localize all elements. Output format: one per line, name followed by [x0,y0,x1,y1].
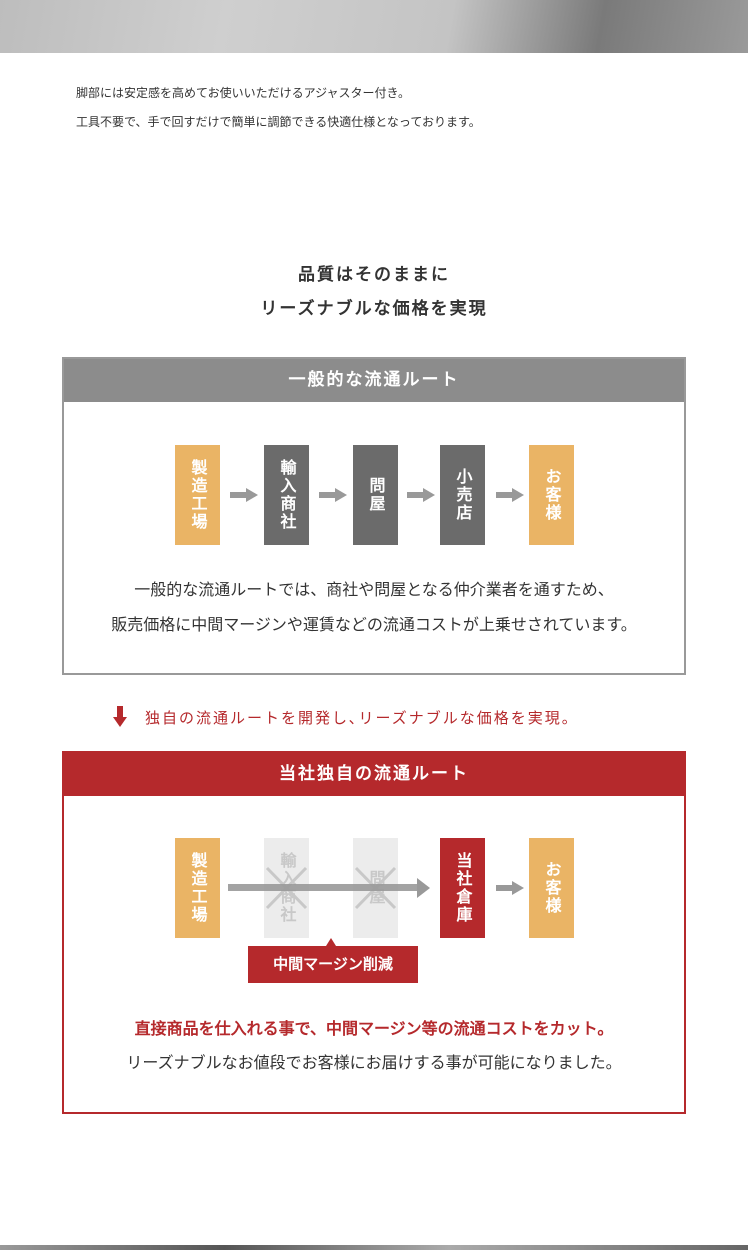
step-factory: 製造工場 [175,445,220,545]
general-desc-2: 販売価格に中間マージンや運賃などの流通コストが上乗せされています。 [111,615,637,634]
arrow-right-icon [407,488,437,502]
hero-image [0,0,748,53]
general-route-header: 一般的な流通ルート [64,359,684,402]
arrow-right-icon [319,488,349,502]
step-retailer: 小売店 [440,445,485,545]
arrow-right-icon [230,488,260,502]
step-wholesaler: 問屋 [353,445,398,545]
step-trading-company: 輸入商社 [264,445,309,545]
intro-line-1: 脚部には安定感を高めてお使いいただけるアジャスター付き。 [76,86,410,100]
step-customer: お客様 [529,838,574,938]
general-desc-1: 一般的な流通ルートでは、商社や問屋となる仲介業者を通すため、 [134,580,614,599]
section-title-2: リーズナブルな価格を実現 [260,299,488,319]
margin-cut-badge: 中間マージン削減 [248,946,418,983]
section-title-1: 品質はそのままに [298,265,450,285]
arrow-right-icon [496,488,526,502]
footer-image [0,1245,748,1250]
intro-line-2: 工具不要で、手で回すだけで簡単に調節できる快適仕様となっております。 [76,115,481,129]
transition-text: 独自の流通ルートを開発し､リーズナブルな価格を実現。 [145,709,579,727]
own-desc: リーズナブルなお値段でお客様にお届けする事が可能になりました。 [126,1053,622,1072]
general-route-panel: 一般的な流通ルート 製造工場 輸入商社 問屋 小売店 お客様 一般的な流通ルート… [62,357,686,675]
step-customer: お客様 [529,445,574,545]
own-route-panel: 当社独自の流通ルート 製造工場 輸入商社 問屋 当社倉庫 お客様 中間マージン削… [62,751,686,1114]
own-desc-red: 直接商品を仕入れる事で、中間マージン等の流通コストをカット。 [134,1019,614,1038]
own-route-header: 当社独自の流通ルート [64,753,684,796]
skip-arrow-head-icon [417,878,430,898]
skip-arrow-line [228,884,418,891]
arrow-right-icon [496,881,526,895]
step-factory: 製造工場 [175,838,220,938]
step-own-warehouse: 当社倉庫 [440,838,485,938]
arrow-down-icon [113,706,127,728]
badge-pointer-icon [326,938,336,946]
